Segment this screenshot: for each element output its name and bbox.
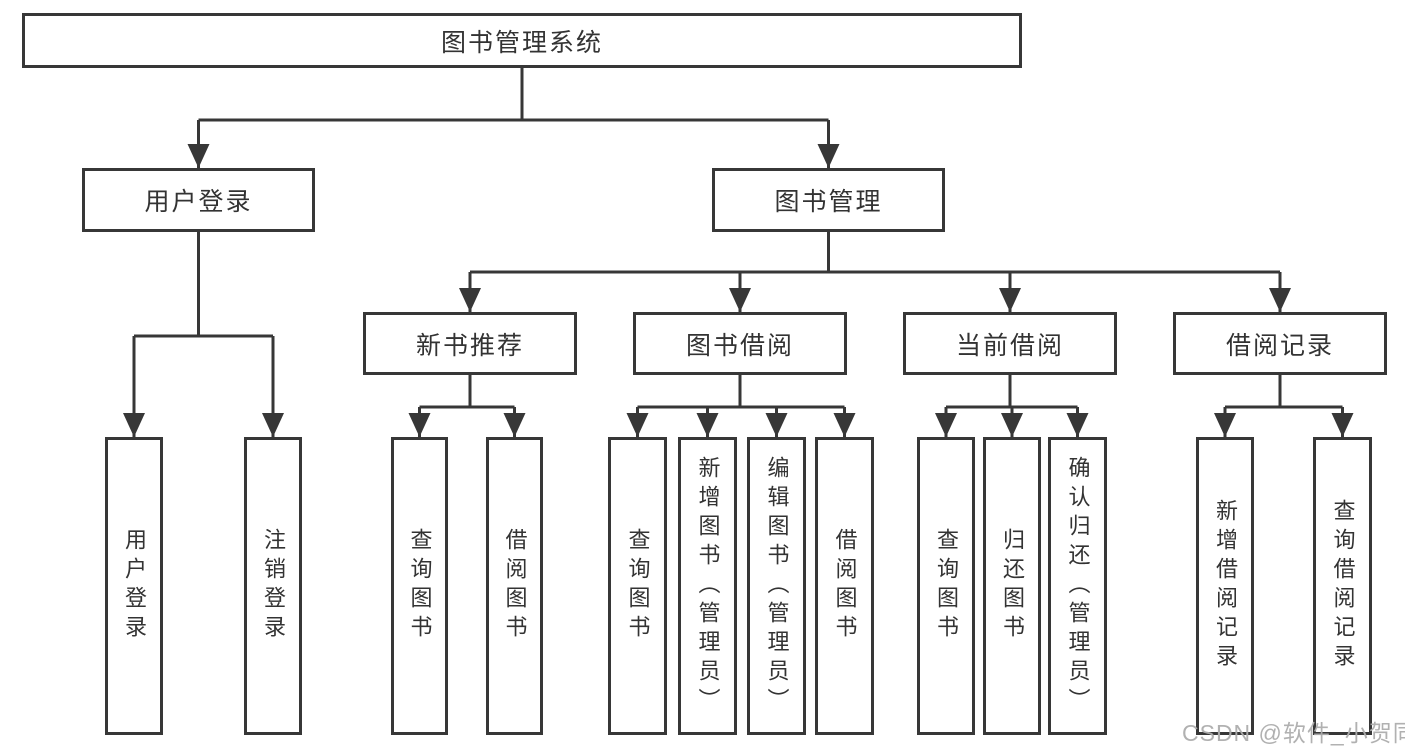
node-borrow-records: 借阅记录 bbox=[1173, 312, 1387, 375]
leaf-current-query-books: 查询图书 bbox=[917, 437, 975, 735]
node-user-login: 用户登录 bbox=[82, 168, 315, 232]
leaf-user-login: 用户登录 bbox=[105, 437, 163, 735]
leaf-recommend-query-books: 查询图书 bbox=[391, 437, 448, 735]
node-book-borrow: 图书借阅 bbox=[633, 312, 847, 375]
node-current-borrow: 当前借阅 bbox=[903, 312, 1117, 375]
leaf-current-confirm-return-admin: 确认归还（管理员） bbox=[1048, 437, 1107, 735]
leaf-current-return-books: 归还图书 bbox=[983, 437, 1041, 735]
node-root-library-system: 图书管理系统 bbox=[22, 13, 1022, 68]
node-book-management: 图书管理 bbox=[712, 168, 945, 232]
node-new-book-recommend: 新书推荐 bbox=[363, 312, 577, 375]
leaf-logout: 注销登录 bbox=[244, 437, 302, 735]
leaf-records-add-record: 新增借阅记录 bbox=[1196, 437, 1254, 735]
csdn-watermark: CSDN @软件_小贺同学 bbox=[1182, 720, 1405, 746]
leaf-borrow-query-books: 查询图书 bbox=[608, 437, 667, 735]
leaf-borrow-add-books-admin: 新增图书（管理员） bbox=[678, 437, 737, 735]
leaf-borrow-edit-books-admin: 编辑图书（管理员） bbox=[747, 437, 806, 735]
leaf-recommend-borrow-books: 借阅图书 bbox=[486, 437, 543, 735]
leaf-records-query-record: 查询借阅记录 bbox=[1313, 437, 1372, 735]
leaf-borrow-borrow-books: 借阅图书 bbox=[815, 437, 874, 735]
